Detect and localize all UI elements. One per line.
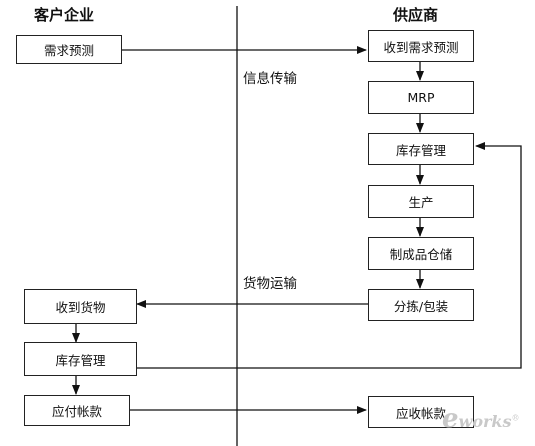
watermark-prefix: e bbox=[442, 404, 459, 434]
supplier-column-header: 供应商 bbox=[393, 6, 439, 24]
info-transfer-label: 信息传输 bbox=[243, 71, 297, 87]
supplier-mrp-box: MRP bbox=[368, 81, 474, 114]
watermark-registered-mark: ® bbox=[511, 413, 520, 423]
customer-column-header: 客户企业 bbox=[34, 6, 95, 24]
supplier-finished-storage-box: 制成品仓储 bbox=[368, 237, 474, 270]
customer-receive-goods-box: 收到货物 bbox=[24, 289, 137, 324]
goods-transport-label: 货物运输 bbox=[243, 276, 297, 292]
customer-accounts-payable-box: 应付帐款 bbox=[24, 395, 130, 426]
customer-demand-forecast-box: 需求预测 bbox=[16, 35, 122, 64]
supplier-sorting-packing-box: 分拣/包装 bbox=[368, 289, 474, 321]
supplier-accounts-receivable-box: 应收帐款 bbox=[368, 396, 474, 428]
supplier-production-box: 生产 bbox=[368, 185, 474, 218]
supplier-inventory-box: 库存管理 bbox=[368, 133, 474, 165]
arrow-inventory-feedback-loop bbox=[137, 142, 522, 369]
customer-inventory-box: 库存管理 bbox=[24, 342, 137, 376]
watermark-suffix: works bbox=[458, 412, 512, 431]
supplier-receive-forecast-box: 收到需求预测 bbox=[368, 30, 474, 62]
eworks-watermark-logo: eworks® bbox=[442, 404, 520, 434]
